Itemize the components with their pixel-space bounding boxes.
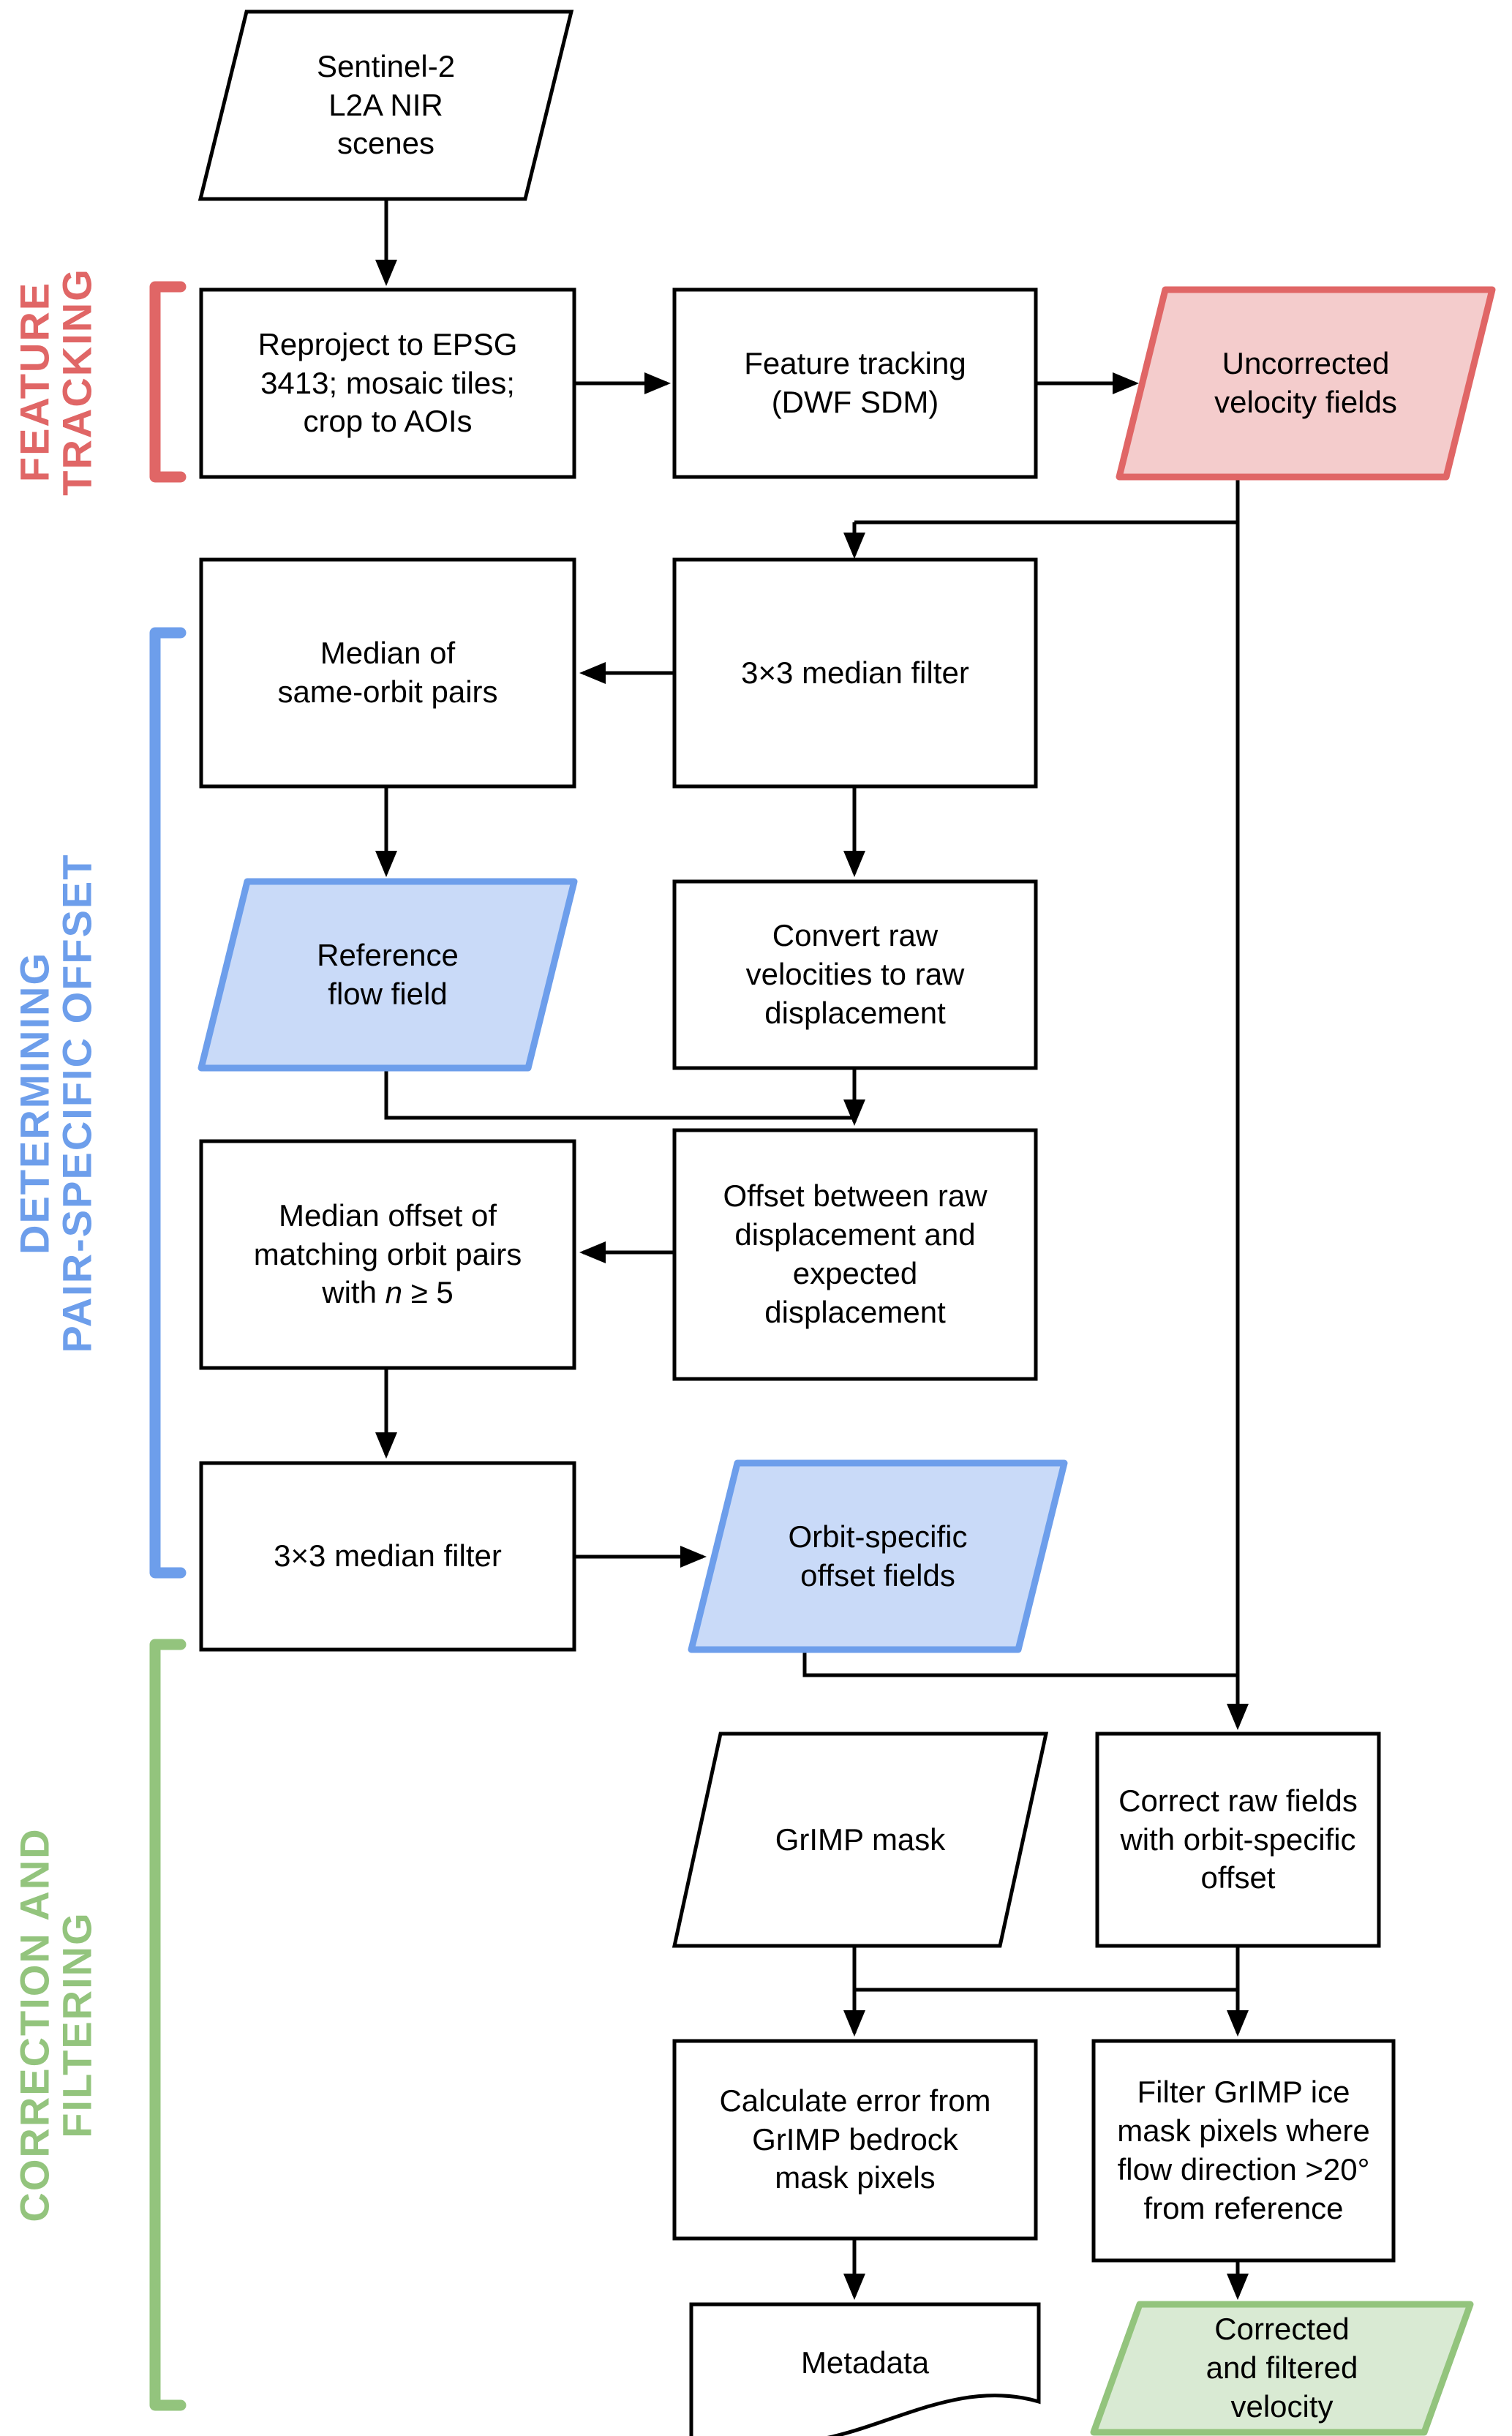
convert-box [672, 879, 1038, 1070]
reproject-box [199, 287, 576, 479]
median-offset-box [199, 1139, 576, 1370]
offset-between-box [672, 1128, 1038, 1381]
uncorrected-parallelogram [1116, 286, 1496, 481]
pair-offset-bracket [149, 627, 187, 1579]
feature-tracking-node-label: Feature tracking (DWF SDM) [744, 346, 966, 419]
uncorrected-label: Uncorrected velocity fields [1214, 346, 1397, 419]
pair-offset-label-line1: DETERMINING [12, 952, 58, 1255]
median-filter-1-box [672, 557, 1038, 789]
correction-label-line1: CORRECTION AND [12, 1827, 58, 2222]
median-filter-2-box [199, 1461, 576, 1652]
offset-between-label: Offset between raw displacement and expe… [723, 1178, 988, 1329]
orbit-offset-label: Orbit-specific offset fields [788, 1519, 968, 1593]
median-offset-lines: Median offset of matching orbit pairs [253, 1198, 522, 1271]
pair-offset-label-line2: PAIR-SPECIFIC OFFSET [54, 854, 100, 1353]
line-orbitoffset-to-rail [802, 1651, 1238, 1677]
calc-error-box [672, 2039, 1038, 2241]
section-brackets [149, 281, 187, 2411]
corrected-parallelogram [1090, 2301, 1474, 2436]
corrected-label: Corrected and filtered velocity [1206, 2312, 1358, 2424]
correction-bracket [149, 1639, 187, 2411]
reference-flow-parallelogram [198, 878, 578, 1072]
formula-prefix: with [322, 1275, 385, 1310]
formula-variable: n [385, 1275, 402, 1310]
median-filter-2-label: 3×3 median filter [274, 1538, 502, 1574]
filter-grimp-label: Filter GrIMP ice mask pixels where flow … [1117, 2075, 1370, 2225]
grimp-mask-parallelogram [672, 1732, 1049, 1948]
correct-raw-box [1095, 1732, 1381, 1948]
feature-tracking-label-line1: FEATURE [12, 282, 58, 482]
reproject-label: Reproject to EPSG 3413; mosaic tiles; cr… [257, 326, 518, 439]
formula-suffix: ≥ 5 [402, 1275, 454, 1310]
median-same-orbit-box [199, 557, 576, 789]
filter-grimp-box [1091, 2039, 1396, 2263]
sentinel-parallelogram [198, 10, 574, 201]
correction-label-line2: FILTERING [54, 1911, 100, 2138]
median-offset-formula: with n ≥ 5 [322, 1274, 453, 1312]
orbit-offset-parallelogram [688, 1459, 1068, 1653]
convert-label: Convert raw velocities to raw displaceme… [745, 918, 965, 1030]
node-shapes [198, 10, 1496, 2436]
median-same-orbit-label: Median of same-orbit pairs [277, 636, 498, 709]
reference-flow-label: Reference flow field [317, 937, 459, 1011]
calc-error-label: Calculate error from GrIMP bedrock mask … [719, 2083, 991, 2195]
median-filter-1-label: 3×3 median filter [741, 655, 969, 690]
connector-lines [375, 200, 1249, 2300]
correct-raw-label: Correct raw fields with orbit-specific o… [1118, 1783, 1358, 1895]
median-offset-label: Median offset of matching orbit pairs wi… [201, 1141, 574, 1368]
metadata-document [689, 2302, 1041, 2436]
grimp-mask-label: GrIMP mask [775, 1822, 946, 1857]
section-labels: FEATURE TRACKING DETERMINING PAIR-SPECIF… [12, 268, 100, 2222]
line-referenceflow-to-junction [384, 1069, 854, 1120]
sentinel-label: Sentinel-2 L2A NIR scenes [316, 48, 456, 161]
feature-tracking-label-line2: TRACKING [54, 268, 100, 496]
feature-tracking-box [672, 287, 1038, 479]
feature-tracking-bracket [149, 281, 187, 483]
metadata-label: Metadata [800, 2345, 930, 2380]
